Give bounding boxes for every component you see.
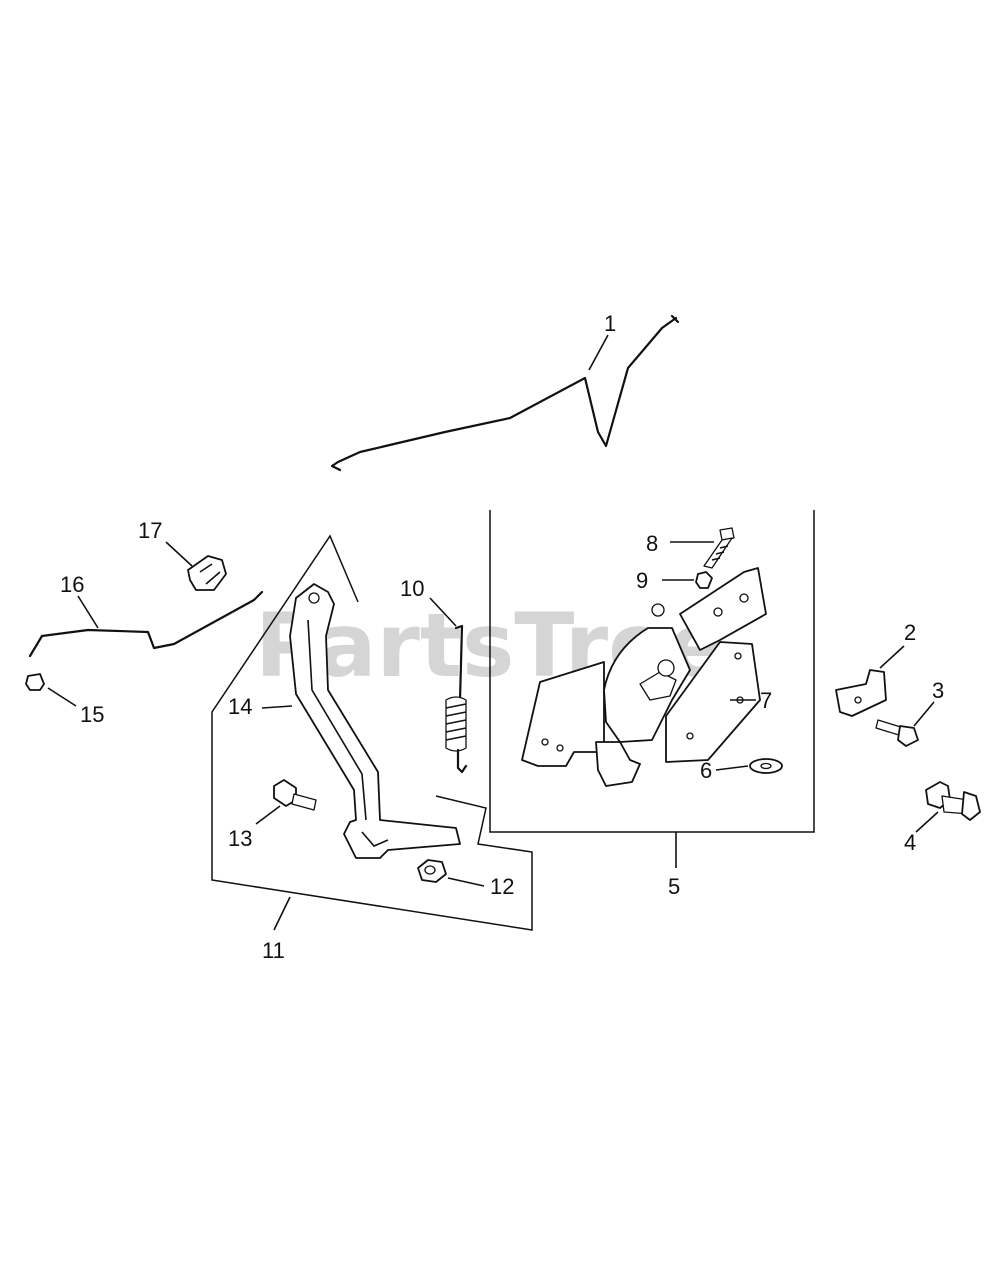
leader-14 [261,705,293,709]
callout-8[interactable]: 8 [646,531,658,556]
group-box-5 [489,510,815,833]
leader-3 [913,701,935,727]
part-12-nut [417,859,447,883]
part-13-bolt [273,779,317,811]
callout-12[interactable]: 12 [490,874,514,899]
callout-2[interactable]: 2 [904,620,916,645]
leader-2 [879,645,905,669]
callout-9[interactable]: 9 [636,568,648,593]
callout-16[interactable]: 16 [60,572,84,597]
part-15-grommet [25,673,45,691]
part-1-rod [330,314,680,472]
part-17-clip [187,555,227,591]
part-10-spring [445,624,468,774]
leader-1 [588,334,609,371]
part-3-bolt [875,719,919,747]
leader-11 [273,896,291,931]
callout-14[interactable]: 14 [228,694,252,719]
leader-15 [47,687,77,707]
callout-11[interactable]: 11 [262,938,285,963]
part-5-plate-assembly [521,567,767,787]
leader-17 [165,541,193,567]
part-16-rod [28,590,264,658]
callout-15[interactable]: 15 [80,702,104,727]
callout-6[interactable]: 6 [700,758,712,783]
callout-13[interactable]: 13 [228,826,252,851]
leader-13 [255,805,281,825]
group-box-11 [211,534,533,931]
callout-5[interactable]: 5 [668,874,680,899]
leader-6 [715,765,749,771]
leader-16 [77,595,99,629]
callout-7[interactable]: 7 [760,688,772,713]
part-4-bolt [925,781,981,821]
callout-10[interactable]: 10 [400,576,424,601]
part-8-screw [703,527,735,569]
leader-4 [915,811,939,833]
part-9-nut [695,571,713,589]
callout-3[interactable]: 3 [932,678,944,703]
part-6-washer [749,758,783,774]
leader-12 [447,877,485,887]
part-14-lever [289,583,461,859]
callout-4[interactable]: 4 [904,830,916,855]
part-2-bracket [835,669,887,717]
callout-1[interactable]: 1 [604,311,616,336]
leader-10 [429,597,457,627]
callout-17[interactable]: 17 [138,518,162,543]
